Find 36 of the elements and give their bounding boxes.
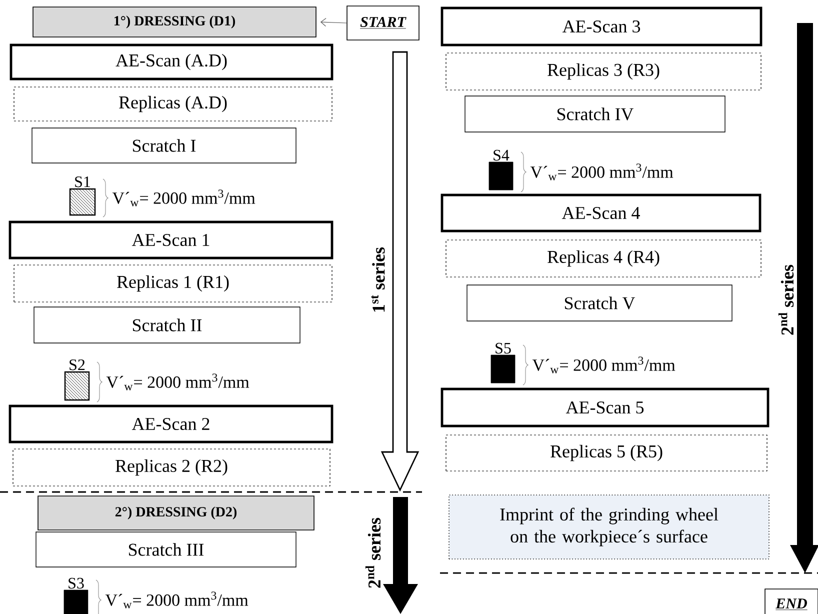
scan-box: AE-Scan (A.D) (10, 44, 334, 80)
series-label: 2$^{nd}$ series (778, 264, 794, 335)
replica-box: Replicas (A.D) (14, 86, 332, 122)
replica-box: Replicas 1 (R1) (14, 264, 332, 302)
volume-label: V´$_{w}$= 2000 mm$^{3}$/mm (532, 356, 676, 374)
replica-box: Replicas 3 (R3) (446, 52, 762, 90)
sample-square: S3 (64, 578, 88, 614)
imprint-box: Imprint of the grinding wheel on the workpiece´s surface (448, 494, 770, 560)
scratch-box: Scratch II (34, 306, 300, 344)
scratch-box: Scratch V (466, 284, 732, 322)
sample-square: S5 (490, 342, 516, 384)
dressing-box: 2°) DRESSING (D2) (38, 496, 314, 530)
volume-label: V´$_{w}$= 2000 mm$^{3}$/mm (105, 592, 248, 608)
sample-square: S2 (64, 359, 90, 401)
scratch-box: Scratch III (36, 532, 296, 568)
volume-label: V´$_{w}$= 2000 mm$^{3}$/mm (530, 164, 674, 180)
volume-label: V´$_{w}$= 2000 mm$^{3}$/mm (106, 374, 250, 390)
scan-box: AE-Scan 5 (440, 388, 770, 428)
dressing-box: 1°) DRESSING (D1) (32, 6, 316, 38)
volume-label: V´$_{w}$= 2000 mm$^{3}$/mm (112, 190, 256, 206)
scratch-box: Scratch IV (464, 96, 726, 132)
series-label: 1$^{st}$ series (371, 247, 385, 312)
sample-square: S1 (69, 176, 96, 216)
scan-box: AE-Scan 2 (8, 404, 334, 444)
scan-box: AE-Scan 3 (440, 6, 762, 46)
replica-box: Replicas 2 (R2) (12, 448, 330, 486)
scan-box: AE-Scan 4 (440, 194, 762, 232)
replica-box: Replicas 5 (R5) (446, 434, 768, 472)
terminal-box: START (346, 6, 420, 40)
scratch-box: Scratch I (32, 128, 296, 164)
terminal-box: END (764, 588, 818, 614)
series-label: 2$^{nd}$ series (365, 518, 381, 588)
arrow (320, 18, 347, 26)
sample-square: S4 (488, 150, 514, 190)
replica-box: Replicas 4 (R4) (446, 240, 762, 278)
scan-box: AE-Scan 1 (8, 220, 334, 260)
